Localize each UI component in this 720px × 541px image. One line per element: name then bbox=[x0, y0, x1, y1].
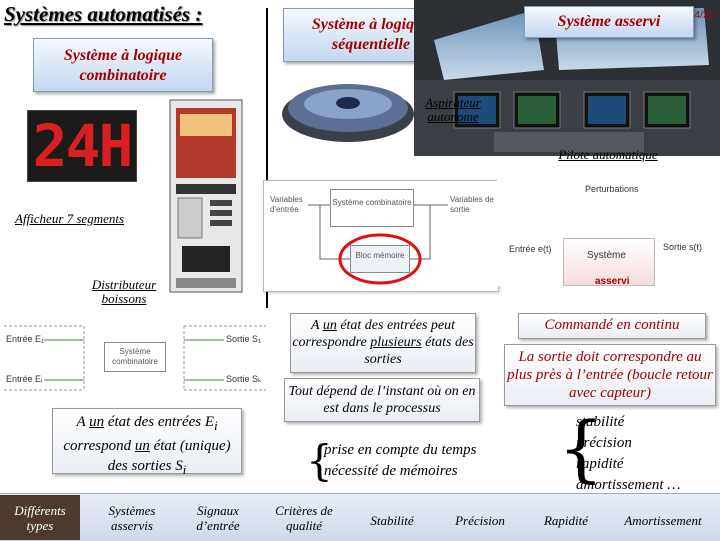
combi-entree-2: Entrée Eᵢ bbox=[6, 374, 43, 384]
asservi-list-item: stabilité bbox=[576, 414, 625, 430]
note-sequentielle-2: Tout dépend de l’instant où on en est da… bbox=[284, 378, 480, 422]
asservi-system-box bbox=[563, 238, 655, 286]
category-asservi-overlay: Système asservi bbox=[524, 6, 694, 38]
asservi-asservi-label: asservi bbox=[595, 276, 630, 287]
cockpit-image bbox=[414, 0, 720, 156]
seven-segment-display: 24H bbox=[27, 110, 137, 182]
page-number-overlay: 4/20 bbox=[694, 10, 714, 21]
combi-sortie-1: Sortie S₁ bbox=[226, 334, 262, 344]
bottom-bar bbox=[0, 493, 720, 541]
sequential-diagram: Variables d'entrée Système combinatoire … bbox=[263, 180, 499, 292]
brace-asservi: { bbox=[558, 406, 604, 490]
note-sequentielle-1: A un état des entrées peut correspondre … bbox=[290, 313, 476, 373]
note-asservi-1: Commandé en continu bbox=[518, 313, 706, 339]
combi-systeme-box: Système combinatoire bbox=[104, 342, 166, 372]
note-asservi-2: La sortie doit correspondre au plus près… bbox=[504, 344, 716, 406]
seq-entrees-label: Variables d'entrée bbox=[270, 195, 303, 214]
seq-brace-line-2: nécessité de mémoires bbox=[324, 463, 458, 479]
brace-sequentielle: { bbox=[306, 436, 333, 485]
seq-brace-line-1: prise en compte du temps bbox=[324, 442, 477, 458]
display-digits: 24H bbox=[32, 112, 134, 180]
asservi-entree: Entrée e(t) bbox=[509, 244, 552, 254]
asservi-list-item: amortissement … bbox=[576, 477, 681, 493]
caption-aspirateur: Aspirateur autonome bbox=[425, 95, 481, 124]
bottom-stabilite[interactable]: Stabilité bbox=[370, 513, 414, 528]
asservi-list: stabilité précision rapidité amortisseme… bbox=[576, 412, 681, 496]
drink-dispenser-image bbox=[169, 99, 243, 293]
seq-combinatoire-box: Système combinatoire bbox=[330, 189, 414, 227]
divider-left bbox=[266, 8, 268, 308]
seq-arrows bbox=[308, 204, 448, 285]
asservi-sortie: Sortie s(t) bbox=[663, 242, 703, 252]
combi-sortie-2: Sortie Sₖ bbox=[226, 374, 262, 384]
bottom-systemes-asservis[interactable]: Systèmes asservis bbox=[108, 503, 156, 533]
asservi-systeme-label: Système bbox=[587, 250, 626, 261]
bottom-criteres[interactable]: Critères de qualité bbox=[275, 503, 333, 533]
combi-diagram: Entrée E₁ Entrée Eᵢ Système combinatoire… bbox=[4, 322, 266, 394]
combi-lines bbox=[4, 325, 266, 391]
category-sequentielle-label: Système à logique séquentielle bbox=[311, 16, 431, 53]
asservi-list-item: précision bbox=[576, 435, 632, 451]
bottom-signaux[interactable]: Signaux d’entrée bbox=[196, 503, 240, 533]
caption-distributeur: Distributeur boissons bbox=[91, 277, 157, 306]
seq-sorties-label: Variables de sortie bbox=[450, 195, 494, 214]
asservi-diagram: Perturbations Entrée e(t) Sortie s(t) Sy… bbox=[497, 178, 720, 287]
note-combinatoire: A un état des entrées Ei correspond un é… bbox=[52, 408, 242, 477]
bottom-precision[interactable]: Précision bbox=[455, 513, 505, 528]
category-combinatoire-label: Système à logique combinatoire bbox=[63, 47, 183, 84]
category-asservi-text: Système asservi bbox=[557, 13, 661, 30]
combi-entree-1: Entrée E₁ bbox=[6, 334, 45, 344]
bottom-amortissement[interactable]: Amortissement bbox=[624, 513, 702, 528]
asservi-list-item: rapidité bbox=[576, 456, 624, 472]
asservi-perturbations: Perturbations bbox=[585, 184, 639, 194]
page-title: Systèmes automatisés : bbox=[4, 2, 203, 26]
seq-memoire-box: Bloc mémoire bbox=[350, 245, 410, 273]
bottom-types[interactable]: Différents types bbox=[0, 495, 80, 540]
bottom-rapidite[interactable]: Rapidité bbox=[543, 513, 589, 528]
robot-vacuum-image bbox=[282, 84, 414, 142]
caption-afficheur: Afficheur 7 segments bbox=[15, 211, 125, 226]
category-combinatoire: Système à logique combinatoire bbox=[33, 38, 213, 92]
caption-pilote: Pilote automatique bbox=[558, 147, 658, 162]
